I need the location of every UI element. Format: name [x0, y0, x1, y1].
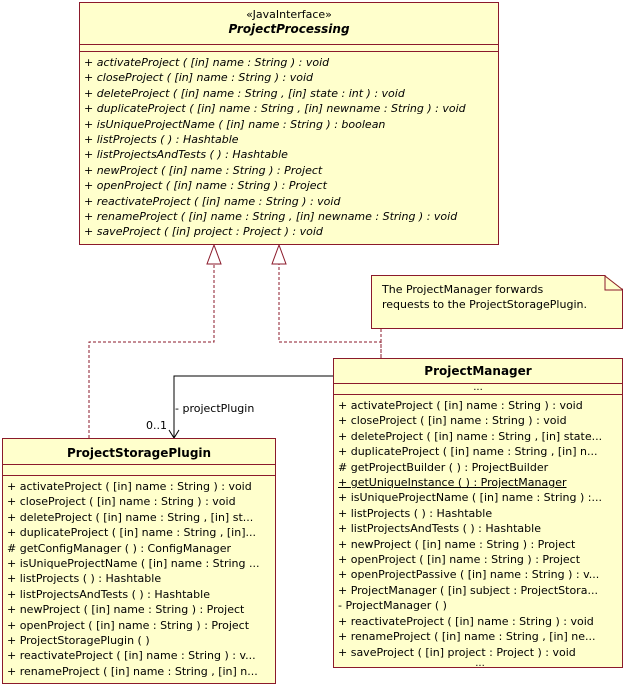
operation-item: + isUniqueProjectName ( [in] name : Stri…	[84, 117, 386, 131]
realization-arrowhead-storage	[206, 243, 222, 265]
operation-item: + openProject ( [in] name : String ) : P…	[84, 179, 327, 193]
operation-item: + deleteProject ( [in] name : String , […	[84, 86, 405, 100]
operation-item: + listProjects ( ) : Hashtable	[84, 133, 239, 147]
operation-item: + duplicateProject ( [in] name : String …	[338, 445, 598, 459]
storage-class-name: ProjectStoragePlugin	[66, 446, 212, 460]
manager-class-name: ProjectManager	[424, 364, 532, 378]
more-operations-ellipsis: ...	[475, 657, 485, 668]
operation-item: + ProjectStoragePlugin ( )	[7, 634, 150, 648]
operation-item: # getConfigManager ( ) : ConfigManager	[7, 541, 232, 555]
storage-header: ProjectStoragePlugin	[3, 439, 275, 465]
storage-operations: + activateProject ( [in] name : String )…	[3, 476, 275, 684]
operation-item: + newProject ( [in] name : String ) : Pr…	[84, 163, 323, 177]
association-line	[173, 375, 333, 438]
operation-item: + isUniqueProjectName ( [in] name : Stri…	[338, 491, 602, 505]
operation-item: + deleteProject ( [in] name : String , […	[338, 429, 603, 443]
note[interactable]: The ProjectManager forwards requests to …	[371, 275, 623, 329]
operation-item: + newProject ( [in] name : String ) : Pr…	[338, 537, 576, 551]
realization-line-manager	[278, 264, 382, 358]
operation-item-static: + getUniqueInstance ( ) : ProjectManager	[338, 476, 567, 490]
operation-item: + activateProject ( [in] name : String )…	[7, 480, 252, 493]
operation-item: + reactivateProject ( [in] name : String…	[7, 649, 256, 663]
operation-item: # getProjectBuilder ( ) : ProjectBuilder	[338, 460, 549, 474]
storage-attributes	[3, 465, 275, 476]
operation-item: + activateProject ( [in] name : String )…	[84, 56, 330, 69]
manager-operations: + activateProject ( [in] name : String )…	[334, 395, 622, 668]
operation-item: + ProjectManager ( [in] subject : Projec…	[338, 583, 598, 597]
operation-item: + openProject ( [in] name : String ) : P…	[338, 553, 581, 567]
operation-item: + closeProject ( [in] name : String ) : …	[7, 495, 236, 509]
operation-item: - ProjectManager ( )	[338, 599, 447, 613]
operation-item: + renameProject ( [in] name : String , […	[84, 210, 458, 224]
manager-attributes: ...	[334, 384, 622, 395]
operation-item: + duplicateProject ( [in] name : String …	[84, 102, 466, 116]
interface-project-processing[interactable]: «JavaInterface» ProjectProcessing + acti…	[79, 2, 499, 245]
operation-item: + closeProject ( [in] name : String ) : …	[84, 71, 313, 85]
operation-item: + renameProject ( [in] name : String , […	[7, 664, 258, 678]
operation-item: + listProjectsAndTests ( ) : Hashtable	[84, 148, 288, 162]
note-line-1: The ProjectManager forwards	[382, 283, 544, 296]
class-project-storage-plugin[interactable]: ProjectStoragePlugin + activateProject (…	[2, 438, 276, 684]
operation-item: + listProjectsAndTests ( ) : Hashtable	[338, 522, 541, 536]
operation-item: + listProjects ( ) : Hashtable	[7, 572, 162, 586]
operation-item: + duplicateProject ( [in] name : String …	[7, 526, 256, 540]
interface-header: «JavaInterface» ProjectProcessing	[80, 3, 498, 45]
interface-attributes	[80, 45, 498, 52]
operation-item: + reactivateProject ( [in] name : String…	[338, 614, 594, 628]
note-line-2: requests to the ProjectStoragePlugin.	[382, 298, 587, 311]
operation-item: + openProjectPassive ( [in] name : Strin…	[338, 568, 600, 582]
operation-item: + renameProject ( [in] name : String , […	[338, 630, 596, 644]
operation-item: + reactivateProject ( [in] name : String…	[84, 194, 341, 208]
note-fold-icon	[604, 276, 623, 291]
operation-item: + isUniqueProjectName ( [in] name : Stri…	[7, 557, 260, 571]
operation-item: + openProject ( [in] name : String ) : P…	[7, 618, 250, 632]
more-operations-ellipsis: ...	[136, 677, 146, 684]
interface-stereotype: «JavaInterface»	[246, 8, 332, 21]
operation-item: + closeProject ( [in] name : String ) : …	[338, 414, 567, 428]
operation-item: + newProject ( [in] name : String ) : Pr…	[7, 603, 245, 617]
realization-arrowhead-manager	[271, 243, 287, 265]
attributes-ellipsis: ...	[473, 384, 483, 393]
operation-item: + activateProject ( [in] name : String )…	[338, 399, 583, 412]
interface-name: ProjectProcessing	[228, 22, 350, 36]
class-project-manager[interactable]: ProjectManager ... + activateProject ( […	[333, 358, 623, 668]
interface-operations: + activateProject ( [in] name : String )…	[80, 52, 498, 240]
association-role-label: - projectPlugin	[175, 402, 255, 415]
operation-item: + listProjectsAndTests ( ) : Hashtable	[7, 587, 210, 601]
operation-item: + saveProject ( [in] project : Project )…	[84, 225, 323, 239]
manager-header: ProjectManager	[334, 359, 622, 384]
realization-line-storage	[88, 264, 215, 438]
operation-item: + deleteProject ( [in] name : String , […	[7, 510, 254, 524]
operation-item: + saveProject ( [in] project : Project )…	[338, 645, 576, 659]
operation-item: + listProjects ( ) : Hashtable	[338, 506, 493, 520]
note-text: The ProjectManager forwards requests to …	[382, 282, 612, 312]
association-multiplicity-label: 0..1	[146, 419, 167, 432]
